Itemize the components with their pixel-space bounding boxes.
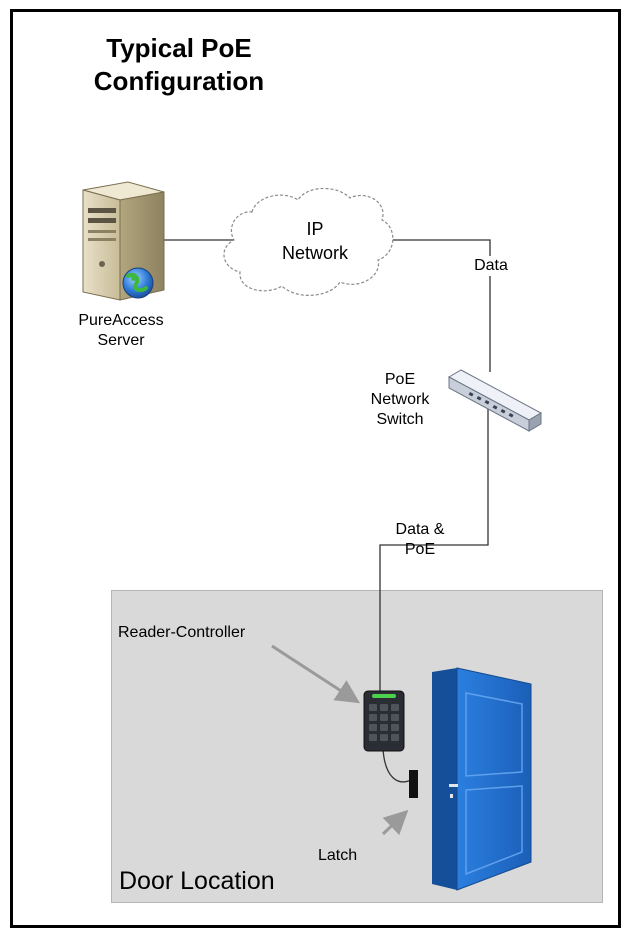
switch-label-line-2: Network xyxy=(370,391,430,408)
server-label: PureAccess Server xyxy=(64,311,178,351)
latch-label: Latch xyxy=(318,847,358,864)
latch-icon xyxy=(409,770,418,798)
reader-controller-label: Reader-Controller xyxy=(118,624,246,641)
latch-arrow xyxy=(381,809,409,836)
title-line-1: Typical PoE xyxy=(106,33,252,63)
switch-label-line-1: PoE xyxy=(384,371,416,388)
door-location-label: Door Location xyxy=(119,867,275,895)
server-label-line-1: PureAccess xyxy=(78,312,164,329)
diagram-title: Typical PoE Configuration xyxy=(84,32,274,98)
cloud-icon xyxy=(223,187,394,296)
cloud-label-line-2: Network xyxy=(281,243,348,263)
link-switch-to-reader xyxy=(379,405,489,693)
cloud-label: IP Network xyxy=(260,217,370,265)
data-poe-label-line-1: Data & xyxy=(395,521,445,538)
cloud-label-line-1: IP xyxy=(306,219,324,239)
data-link-label: Data xyxy=(461,256,521,276)
globe-icon xyxy=(122,267,154,299)
reader-controller-arrow xyxy=(271,644,361,704)
server-icon xyxy=(82,181,165,301)
link-cloud-to-switch xyxy=(384,239,491,372)
door-handle-icon xyxy=(449,784,458,787)
data-poe-label-line-2: PoE xyxy=(404,541,436,558)
title-line-2: Configuration xyxy=(93,66,265,96)
door-icon xyxy=(432,667,532,891)
data-poe-link-label: Data & PoE xyxy=(388,520,452,560)
network-switch-icon xyxy=(447,369,543,432)
switch-label: PoE Network Switch xyxy=(360,370,440,430)
connection-lines xyxy=(160,239,491,783)
switch-label-line-3: Switch xyxy=(376,411,424,428)
server-label-line-2: Server xyxy=(97,332,145,349)
reader-controller-icon xyxy=(363,690,405,752)
link-reader-to-latch xyxy=(382,748,412,783)
